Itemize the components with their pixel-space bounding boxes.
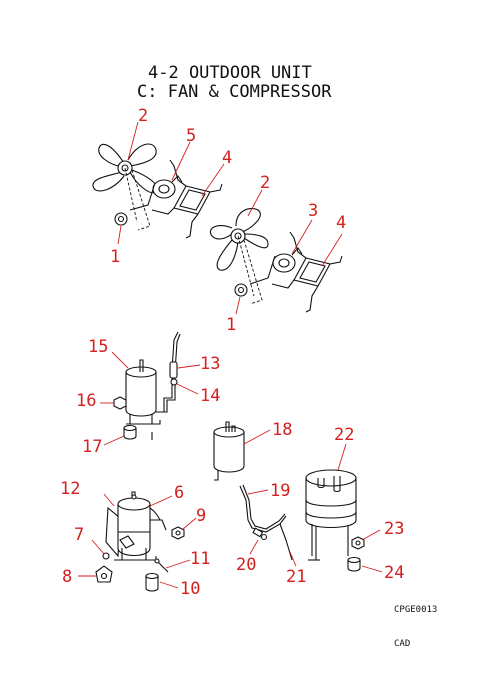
motor-bracket-top xyxy=(151,159,223,239)
callout-12: 12 xyxy=(60,479,80,499)
fan-assembly-top xyxy=(92,143,223,239)
callout-2-bottom: 2 xyxy=(260,173,270,193)
tank-rubber-cushion xyxy=(347,556,361,572)
callout-4-top: 4 xyxy=(222,148,232,168)
pipe-insulation xyxy=(169,361,178,379)
callout-8: 8 xyxy=(62,567,72,587)
accumulator-group xyxy=(113,331,181,440)
callout-7: 7 xyxy=(74,525,84,545)
terminal-cover xyxy=(119,535,135,549)
compressor-rubber-cushion xyxy=(145,572,159,592)
pipe-joint xyxy=(170,378,178,386)
source-label: CAD xyxy=(394,639,410,649)
suction-pipe xyxy=(156,331,181,413)
callout-16: 16 xyxy=(76,391,96,411)
compressor-group xyxy=(95,491,185,592)
callout-9: 9 xyxy=(196,506,206,526)
discharge-pipe xyxy=(239,484,293,561)
fan-motor-top xyxy=(129,175,183,211)
motor-bracket-bottom xyxy=(271,231,343,313)
callout-1-bottom: 1 xyxy=(226,315,236,335)
callout-11: 11 xyxy=(190,549,210,569)
callout-20: 20 xyxy=(236,555,256,575)
callout-15: 15 xyxy=(88,337,108,357)
small-washer xyxy=(102,552,110,560)
fan-blade-top xyxy=(92,143,158,231)
callout-17: 17 xyxy=(82,437,102,457)
callout-13: 13 xyxy=(200,354,220,374)
fan-motor-bottom xyxy=(249,247,303,285)
callout-3: 3 xyxy=(308,201,318,221)
title-line-1: 4-2 OUTDOOR UNIT xyxy=(148,63,312,83)
fan-assembly-bottom xyxy=(210,208,343,313)
callout-21: 21 xyxy=(286,567,306,587)
callout-14: 14 xyxy=(200,386,220,406)
callout-18: 18 xyxy=(272,420,292,440)
callout-2-top: 2 xyxy=(138,106,148,126)
oil-separator-tank xyxy=(305,469,357,561)
tank-group xyxy=(239,469,365,572)
fan-nut-top xyxy=(114,212,128,226)
callout-6: 6 xyxy=(174,483,184,503)
drawing-code: CPGE0013 xyxy=(394,605,437,615)
callout-4-bottom: 4 xyxy=(336,213,346,233)
callout-23: 23 xyxy=(384,519,404,539)
compressor-mounting-bolt xyxy=(154,558,169,573)
accumulator-nut xyxy=(113,396,127,410)
callout-10: 10 xyxy=(180,579,200,599)
rubber-cushion-accumulator xyxy=(123,424,137,440)
fan-nut-bottom xyxy=(234,283,248,297)
title-line-2: C: FAN & COMPRESSOR xyxy=(137,82,332,102)
callout-22: 22 xyxy=(334,425,354,445)
callout-19: 19 xyxy=(270,481,290,501)
callout-5: 5 xyxy=(186,126,196,146)
fan-blade-bottom xyxy=(210,208,269,305)
compressor-nut xyxy=(171,526,185,540)
callout-24: 24 xyxy=(384,563,404,583)
receiver-tank xyxy=(213,421,245,481)
mounting-plate xyxy=(95,565,113,583)
tank-nut xyxy=(351,536,365,550)
pipe-fitting xyxy=(252,527,268,541)
accumulator xyxy=(125,359,161,440)
callout-1-top: 1 xyxy=(110,247,120,267)
